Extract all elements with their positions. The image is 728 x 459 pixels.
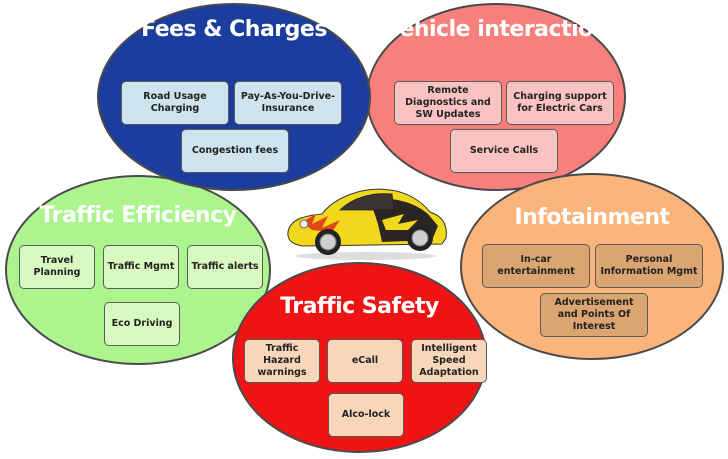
car-flames [302,214,340,232]
item-congestion-fees: Congestion fees [181,129,289,173]
fees-charges-group: Fees & Charges Road Usage Charging Pay-A… [97,3,371,191]
item-traffic-mgmt: Traffic Mgmt [103,245,179,289]
item-service-calls: Service Calls [450,129,558,173]
item-alco-lock: Alco-lock [328,393,404,437]
item-road-usage-charging: Road Usage Charging [121,81,229,125]
item-in-car-entertainment: In-car entertainment [482,244,590,288]
item-ecall: eCall [327,339,403,383]
car-window [339,193,395,211]
group-title: Traffic Efficiency [39,203,237,228]
front-rim [319,233,337,251]
item-charging-support: Charging support for Electric Cars [506,81,614,125]
item-remote-diagnostics: Remote Diagnostics and SW Updates [394,81,502,125]
traffic-efficiency-group: Traffic Efficiency Travel Planning Traff… [5,175,271,365]
item-pay-as-you-drive-insurance: Pay-As-You-Drive-Insurance [234,81,342,125]
car-shadow [296,252,436,260]
group-title: Infotainment [514,205,670,230]
rear-rim [411,229,429,247]
item-traffic-alerts: Traffic alerts [187,245,263,289]
car-side-flames [382,214,418,230]
infotainment-group: Infotainment In-car entertainment Person… [460,173,724,360]
car-illustration [287,188,447,260]
vehicle-interaction-group: Vehicle interaction Remote Diagnostics a… [366,3,626,191]
traffic-safety-group: Traffic Safety Traffic Hazard warnings e… [232,262,487,453]
group-title: Traffic Safety [280,294,439,319]
group-title: Vehicle interaction [384,17,608,42]
group-title: Fees & Charges [141,17,327,42]
headlight [299,219,309,229]
item-personal-information-mgmt: Personal Information Mgmt [595,244,703,288]
item-intelligent-speed-adaptation: Intelligent Speed Adaptation [411,339,487,383]
item-advertisement-poi: Advertisement and Points Of Interest [540,293,648,337]
item-eco-driving: Eco Driving [104,302,180,346]
item-traffic-hazard-warnings: Traffic Hazard warnings [244,339,320,383]
item-travel-planning: Travel Planning [19,245,95,289]
